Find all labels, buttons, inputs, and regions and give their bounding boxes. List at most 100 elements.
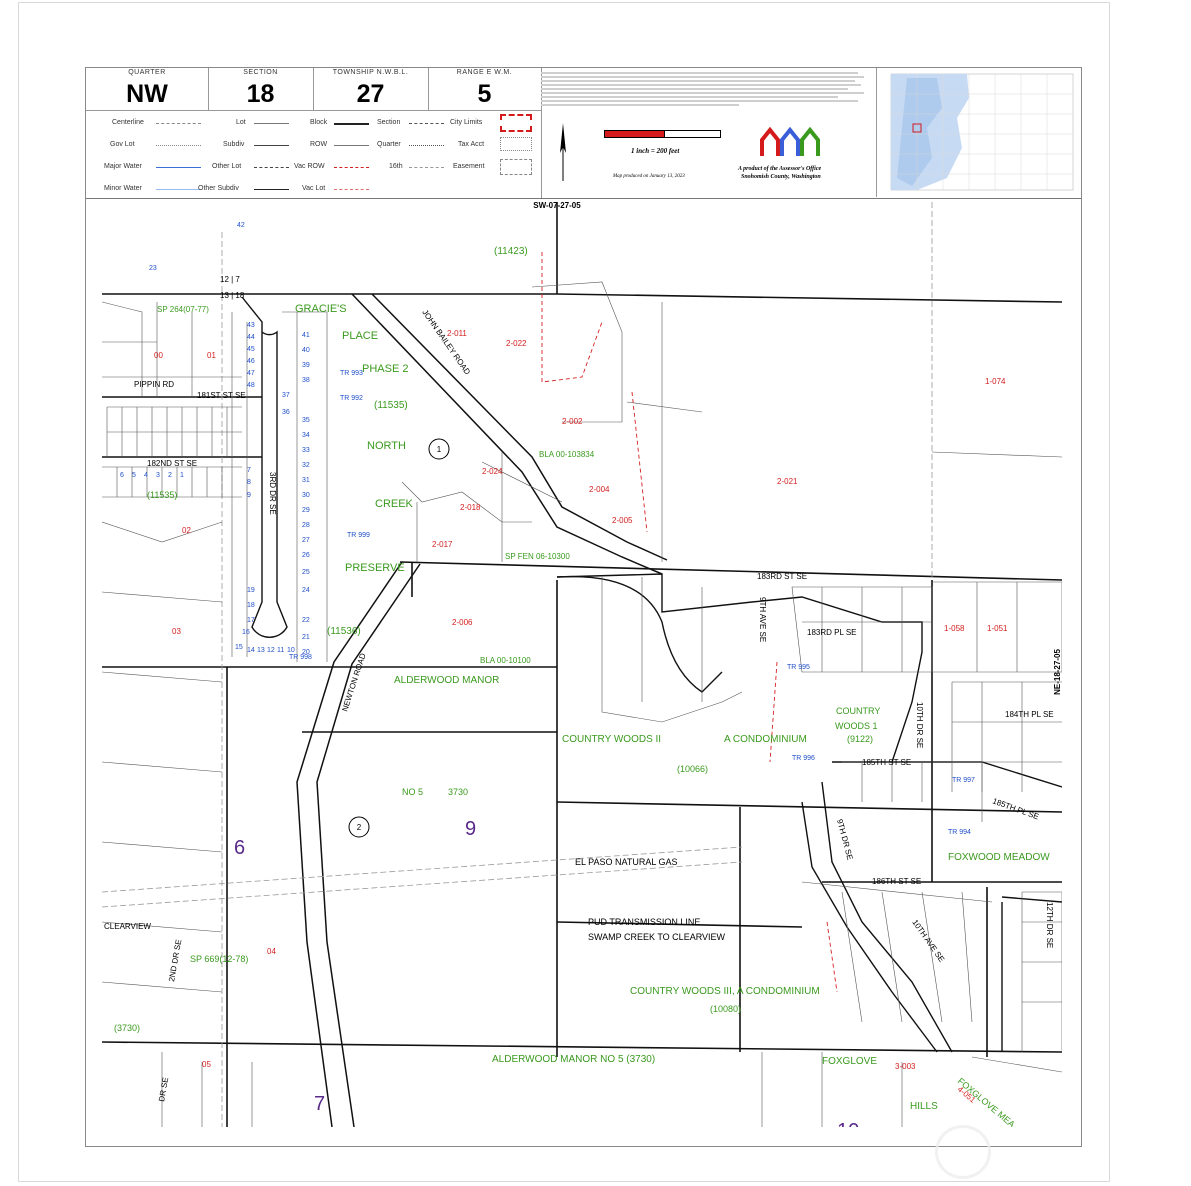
lot-label: 32 [302,462,310,469]
john-bailey-road [351,293,668,575]
lot-label: 48 [247,382,255,389]
section-number: 10 [837,1120,859,1127]
lot-label: 22 [302,617,310,624]
section-number: 9 [465,818,476,840]
easement-label: PUD TRANSMISSION LINE [588,917,700,927]
quarter-label: QUARTER [128,69,166,76]
tax-acct-swatch [500,137,532,151]
parcel-label: 05 [202,1060,211,1069]
parcel-label: 2-018 [460,503,481,512]
legend-line [156,145,201,146]
legend-city-limits: City Limits [450,119,483,126]
lot-label: 41 [302,332,310,339]
township-label: TOWNSHIP N.W.B.L. [332,69,409,76]
legend-row: ROW [310,141,328,148]
legend-easement: Easement [453,163,485,170]
subdivision-label: (3730) [114,1023,140,1033]
subdivision-label: (10066) [677,764,708,774]
scale-bar [604,130,666,138]
north-arrow-icon [560,123,566,181]
range-label: RANGE E W.M. [456,69,513,76]
credit-line-1: A product of the Assessor's Office [738,166,822,172]
lot-label: 12 [267,647,275,654]
subdivision-streets [102,296,1063,1053]
legend-other-subdiv: Other Subdiv [198,185,239,192]
section-label: SECTION [243,69,278,76]
parcel-map: SW-07-27-05SW-18-27-05NE-13-27-04NE-18-2… [91,201,1063,1142]
parcel-label: 2-004 [589,485,610,494]
legend-line [334,167,369,168]
subdivision-label: SP FEN 06-10300 [505,552,570,561]
lot-label: 9 [247,492,251,499]
lot-label: 1 [180,472,184,479]
lot-label: TR 997 [952,777,975,784]
survey-circle-number: 1 [437,445,442,454]
lot-label: 33 [302,447,310,454]
lot-label: 14 [247,647,255,654]
newton-road [296,561,421,1128]
subdivision-label: SP 264(07-77) [157,305,209,314]
survey-circle-icon [348,816,370,838]
lot-label: 11 [277,647,284,654]
road-label: 184TH PL SE [1005,710,1054,719]
legend-subdiv: Subdiv [223,141,245,148]
subdivision-label: BLA 00-10100 [480,656,531,665]
top-reference: SW-07-27-05 [533,202,581,210]
parcel-label: 1-074 [985,377,1006,386]
survey-circle-icon [428,438,450,460]
legend-other-lot: Other Lot [212,163,242,170]
lot-label: 28 [302,522,310,529]
map-header: QUARTER NW SECTION 18 TOWNSHIP N.W.B.L. … [86,68,1081,199]
lot-label: 29 [302,507,310,514]
lot-label: 16 [242,629,250,636]
subdivision-label: BLA 00-103834 [539,450,595,459]
road-label: 3RD DR SE [268,472,277,515]
lot-label: 3 [156,472,160,479]
legend-line [409,167,444,168]
easement-label: SWAMP CREEK TO CLEARVIEW [588,932,726,942]
subdivision-label: HILLS [910,1101,938,1112]
subdivision-label: WOODS 1 [835,721,878,731]
scale-bar-segment [664,130,721,138]
lot-label: 17 [247,617,255,624]
produced-date: Map produced on January 13, 2023 [613,174,685,179]
road-label: PIPPIN RD [134,380,174,389]
road-label: 185TH ST SE [862,758,911,767]
legend-line [254,145,289,146]
lot-label: 30 [302,492,310,499]
legend-block: Block [310,119,328,126]
index-locator-map [876,68,1081,197]
road-label: 181ST ST SE [197,391,246,400]
parcel-label: 2-024 [482,467,503,476]
lot-label: TR 995 [787,664,810,671]
subdivision-label: (11423) [494,246,528,257]
lot-label: 34 [302,432,310,439]
lot-label: 19 [247,587,255,594]
lot-label: 7 [247,467,251,474]
parcel-label: 2-017 [432,540,453,549]
legend-line [254,167,289,168]
boundary-lines [101,202,1063,1127]
subdivision-label: (11535) [147,490,177,500]
road-label: JOHN BAILEY ROAD [420,308,472,377]
legend-centerline: Centerline [112,119,144,126]
subdivision-label: (10080) [710,1004,741,1014]
lot-label: TR 998 [289,654,312,661]
lot-label: 36 [282,409,290,416]
parcel-label: 2-002 [562,417,583,426]
range-cell: RANGE E W.M. 5 [428,68,542,111]
township-value: 27 [356,80,385,108]
legend-line [334,145,369,146]
section-number: 6 [234,837,245,859]
lot-label: 27 [302,537,310,544]
lot-label: TR 996 [792,755,815,762]
legend-major-water: Major Water [104,163,142,170]
subdivision-label: 3730 [448,787,468,797]
section-number: 7 [314,1093,325,1115]
road-label: 10TH AVE SE [910,918,946,964]
subdivision-label: FOXWOOD MEADOW [948,852,1050,863]
legend-line [409,123,444,124]
road-label: 9TH AVE SE [758,597,767,642]
lot-label: 23 [149,265,157,272]
road-label: 183RD PL SE [807,628,857,637]
